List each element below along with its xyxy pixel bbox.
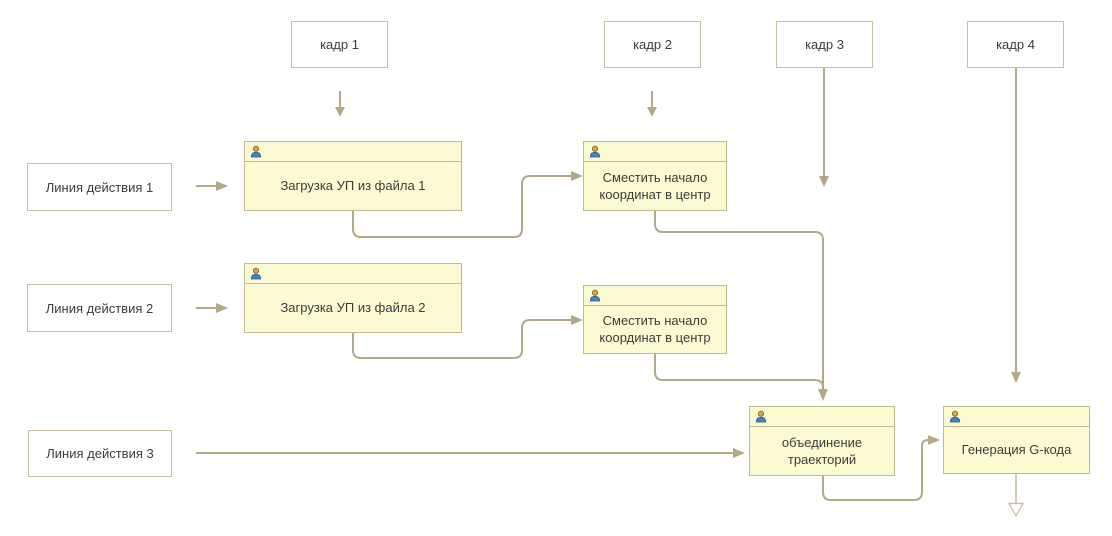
action-line-node-2[interactable]: Линия действия 2 <box>27 284 172 332</box>
connector-gcode-end <box>1007 474 1025 518</box>
activity-merge-trajectories[interactable]: объединение траекторий <box>749 406 895 476</box>
activity-header <box>944 407 1089 427</box>
activity-load-file-1[interactable]: Загрузка УП из файла 1 <box>244 141 462 211</box>
activity-header <box>245 142 461 162</box>
connector-frame2 <box>647 91 657 117</box>
person-icon <box>589 289 601 302</box>
frame-label: кадр 2 <box>633 37 672 52</box>
activity-label: Загрузка УП из файла 2 <box>280 300 426 316</box>
connector-merge-to-gcode <box>822 435 940 501</box>
connector-frame1 <box>335 91 345 117</box>
action-line-label: Линия действия 1 <box>45 179 154 195</box>
person-icon <box>250 145 262 158</box>
frame-label: кадр 1 <box>320 37 359 52</box>
activity-generate-gcode[interactable]: Генерация G-кода <box>943 406 1090 474</box>
action-line-node-3[interactable]: Линия действия 3 <box>28 430 172 477</box>
connector-load2-to-shift2 <box>352 315 583 359</box>
activity-header <box>584 286 726 306</box>
person-icon <box>589 145 601 158</box>
connector-action-line3 <box>196 448 745 458</box>
connector-action-line2 <box>196 303 228 313</box>
frame-node-2[interactable]: кадр 2 <box>604 21 701 68</box>
connector-frame3 <box>819 68 829 187</box>
activity-label: Сместить начало координат в центр <box>599 169 711 202</box>
activity-header <box>245 264 461 284</box>
activity-header <box>750 407 894 427</box>
action-line-label: Линия действия 3 <box>46 446 154 461</box>
activity-load-file-2[interactable]: Загрузка УП из файла 2 <box>244 263 462 333</box>
frame-label: кадр 4 <box>996 37 1035 52</box>
frame-label: кадр 3 <box>805 37 844 52</box>
activity-header <box>584 142 726 162</box>
activity-label: Сместить начало координат в центр <box>599 313 711 345</box>
person-icon <box>755 410 767 423</box>
connector-shift1-to-merge <box>654 211 828 401</box>
connector-load1-to-shift1 <box>352 171 583 238</box>
frame-node-3[interactable]: кадр 3 <box>776 21 873 68</box>
activity-label: объединение траекторий <box>781 434 863 467</box>
person-icon <box>250 267 262 280</box>
action-line-label: Линия действия 2 <box>45 300 154 316</box>
connector-shift2-to-merge <box>654 354 824 389</box>
action-line-node-1[interactable]: Линия действия 1 <box>27 163 172 211</box>
frame-node-1[interactable]: кадр 1 <box>291 21 388 68</box>
frame-node-4[interactable]: кадр 4 <box>967 21 1064 68</box>
connector-action-line1 <box>196 181 228 191</box>
activity-shift-origin-1[interactable]: Сместить начало координат в центр <box>583 141 727 211</box>
person-icon <box>949 410 961 423</box>
activity-label: Загрузка УП из файла 1 <box>280 178 426 194</box>
activity-shift-origin-2[interactable]: Сместить начало координат в центр <box>583 285 727 354</box>
connector-frame4 <box>1011 68 1021 383</box>
activity-label: Генерация G-кода <box>961 442 1072 458</box>
